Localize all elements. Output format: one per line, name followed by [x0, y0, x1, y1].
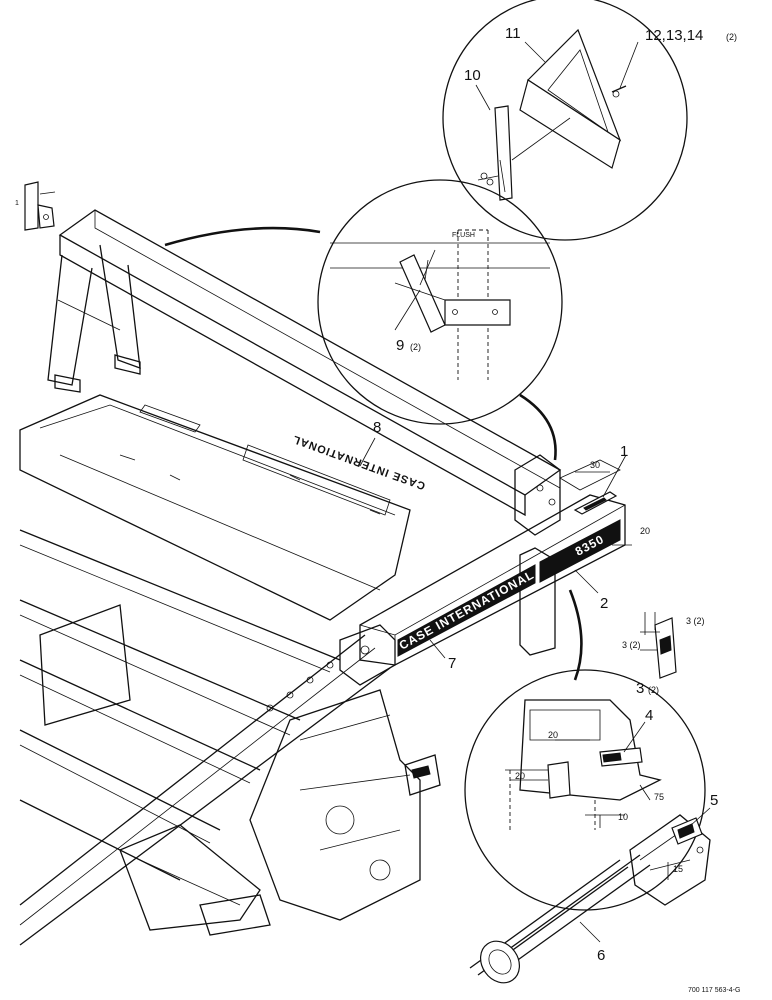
flush-label: FLUSH: [452, 232, 475, 239]
mounting-bracket-small: 1: [15, 181, 56, 231]
dimension-labels: FLUSH 30 20 3 (2) 3 (2) 20 20 75 10 15 7…: [452, 232, 740, 994]
decal-7: [397, 564, 536, 657]
callout-leaders: [359, 41, 711, 943]
tongue-beam: CASE INTERNATIONAL 8350: [19, 459, 626, 946]
callout-12-13-14-qty: (2): [726, 32, 737, 42]
platform-deck: [19, 394, 411, 881]
svg-text:1: 1: [15, 200, 19, 207]
dim-10: 10: [618, 812, 628, 822]
dim-75: 75: [654, 792, 664, 802]
callout-3-qty: (2): [648, 685, 659, 695]
dim-20-right: 20: [640, 526, 650, 536]
callout-1: 1: [620, 443, 628, 460]
dim-3a: 3 (2): [686, 616, 705, 626]
callout-4: 4: [645, 707, 653, 724]
dim-20-inset-top: 20: [548, 730, 558, 740]
drive-shaft: [469, 814, 711, 984]
callout-9: 9: [396, 337, 404, 354]
detail-reflector: [442, 0, 688, 241]
leader-arcs: [164, 226, 583, 681]
callout-8: 8: [373, 419, 381, 436]
detail-3-bracket: [640, 612, 677, 679]
callout-5: 5: [710, 792, 718, 809]
detail-decal-4: [464, 669, 706, 911]
hitch-frame: [47, 209, 562, 656]
dim-20-inset-left: 20: [515, 771, 525, 781]
callout-6: 6: [597, 947, 605, 964]
callout-3: 3: [636, 680, 644, 697]
callout-10: 10: [464, 67, 481, 84]
callout-9-qty: (2): [410, 342, 421, 352]
decal-2: [539, 519, 621, 583]
gearbox-assembly: [119, 689, 441, 936]
drawing-number: 700 117 563-4-G: [688, 987, 740, 994]
detail-flush: [317, 179, 563, 425]
dim-15: 15: [673, 864, 683, 874]
callout-labels: 1 2 3 (2) 4 5 6 7 8 9 (2) 10 11 12,13,14…: [373, 25, 737, 964]
dim-30: 30: [590, 460, 600, 470]
callout-7: 7: [448, 655, 456, 672]
decal-brand-text: CASE INTERNATIONAL: [397, 567, 537, 652]
callout-2: 2: [600, 595, 608, 612]
callout-11: 11: [505, 25, 521, 42]
callout-12-13-14: 12,13,14: [645, 27, 703, 44]
dim-3b: 3 (2): [622, 640, 641, 650]
